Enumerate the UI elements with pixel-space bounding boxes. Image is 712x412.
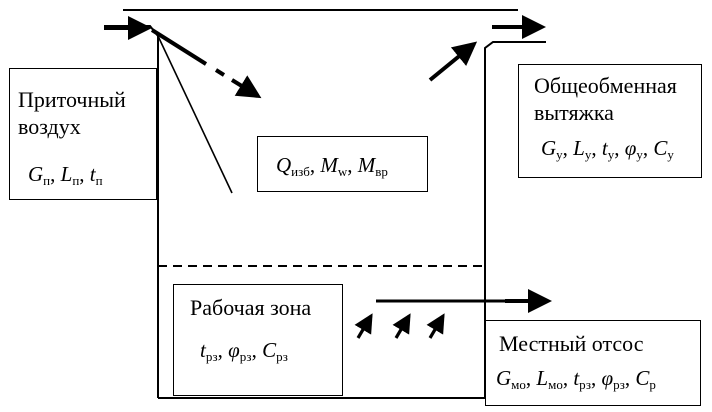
supply-jet-dash	[214, 68, 226, 77]
supply-params: Gп, Lп, tп	[28, 162, 103, 188]
local-exhaust-params: Gмо, Lмо, tрз, φрз, Cр	[496, 366, 656, 392]
local-suction-arrow-1	[354, 313, 373, 339]
general-exhaust-box: Общеобменная вытяжка Gу, Lу, tу, φу, Cу	[518, 64, 702, 178]
room-params: Qизб, Mw, Mвр	[276, 153, 388, 179]
exhaust-title-line1: Общеобменная	[534, 73, 677, 98]
supply-title-line1: Приточный	[18, 87, 126, 112]
exhaust-params: Gу, Lу, tу, φу, Cу	[541, 136, 674, 162]
local-suction-arrow-2	[392, 313, 411, 339]
supply-deflector	[157, 35, 233, 194]
local-suction-arrow-3	[426, 313, 445, 339]
supply-air-box: Приточный воздух Gп, Lп, tп	[9, 68, 157, 200]
exhaust-title-line2: вытяжка	[534, 100, 614, 125]
local-exhaust-title: Местный отсос	[499, 331, 644, 356]
work-zone-title: Рабочая зона	[190, 295, 312, 320]
exhaust-duct	[484, 41, 546, 398]
supply-title-line2: воздух	[18, 114, 81, 139]
local-exhaust-box: Местный отсос Gмо, Lмо, tрз, φрз, Cр	[485, 320, 701, 406]
room-loads-box: Qизб, Mw, Mвр	[257, 136, 428, 192]
work-zone-box: Рабочая зона tрз, φрз, Cрз	[173, 284, 343, 396]
supply-jet-solid	[150, 28, 208, 66]
exhaust-rise-arrow	[428, 41, 478, 82]
work-zone-params: tрз, φрз, Cрз	[200, 338, 288, 364]
supply-jet-arrow	[230, 75, 262, 99]
